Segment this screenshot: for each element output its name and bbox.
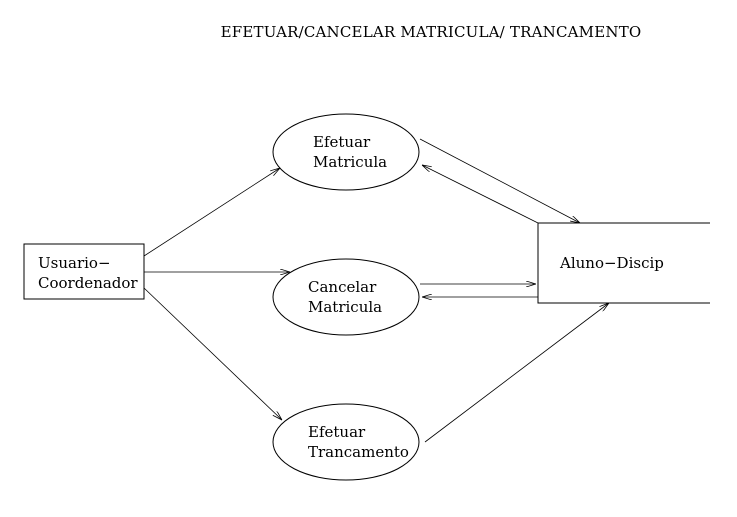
process-efetuar-trancamento-line1: Efetuar (308, 423, 366, 441)
process-efetuar-trancamento: Efetuar Trancamento (272, 403, 420, 481)
arrow-usuario-to-efetuar-trancamento (143, 287, 282, 420)
arrow-efetuar-matricula-to-aluno (419, 138, 580, 223)
process-cancelar-matricula-ellipse (272, 258, 420, 336)
diagram-title: EFETUAR/CANCELAR MATRICULA/ TRANCAMENTO (221, 23, 642, 41)
process-cancelar-matricula: Cancelar Matricula (272, 258, 420, 336)
entity-usuario-label-line1: Usuario− (38, 254, 111, 272)
flow-arrows (143, 138, 609, 443)
entity-aluno-label: Aluno−Discip (559, 254, 664, 272)
entity-usuario-box (23, 243, 145, 300)
process-efetuar-trancamento-ellipse (272, 403, 420, 481)
arrow-aluno-to-efetuar-matricula (422, 165, 539, 224)
process-efetuar-matricula-ellipse (272, 113, 420, 191)
process-cancelar-matricula-line1: Cancelar (308, 278, 377, 296)
process-cancelar-matricula-line2: Matricula (308, 298, 382, 316)
entity-usuario-label-line2: Coordenador (38, 274, 138, 292)
arrow-efetuar-trancamento-to-aluno (424, 303, 609, 443)
process-efetuar-trancamento-line2: Trancamento (308, 443, 409, 461)
process-efetuar-matricula-line2: Matricula (313, 153, 387, 171)
arrow-usuario-to-efetuar-matricula (143, 168, 280, 257)
entity-usuario-coordenador: Usuario− Coordenador (23, 243, 145, 300)
process-efetuar-matricula-line1: Efetuar (313, 133, 371, 151)
entity-aluno-box (537, 222, 710, 304)
entity-aluno-discip: Aluno−Discip (537, 222, 710, 304)
process-efetuar-matricula: Efetuar Matricula (272, 113, 420, 191)
